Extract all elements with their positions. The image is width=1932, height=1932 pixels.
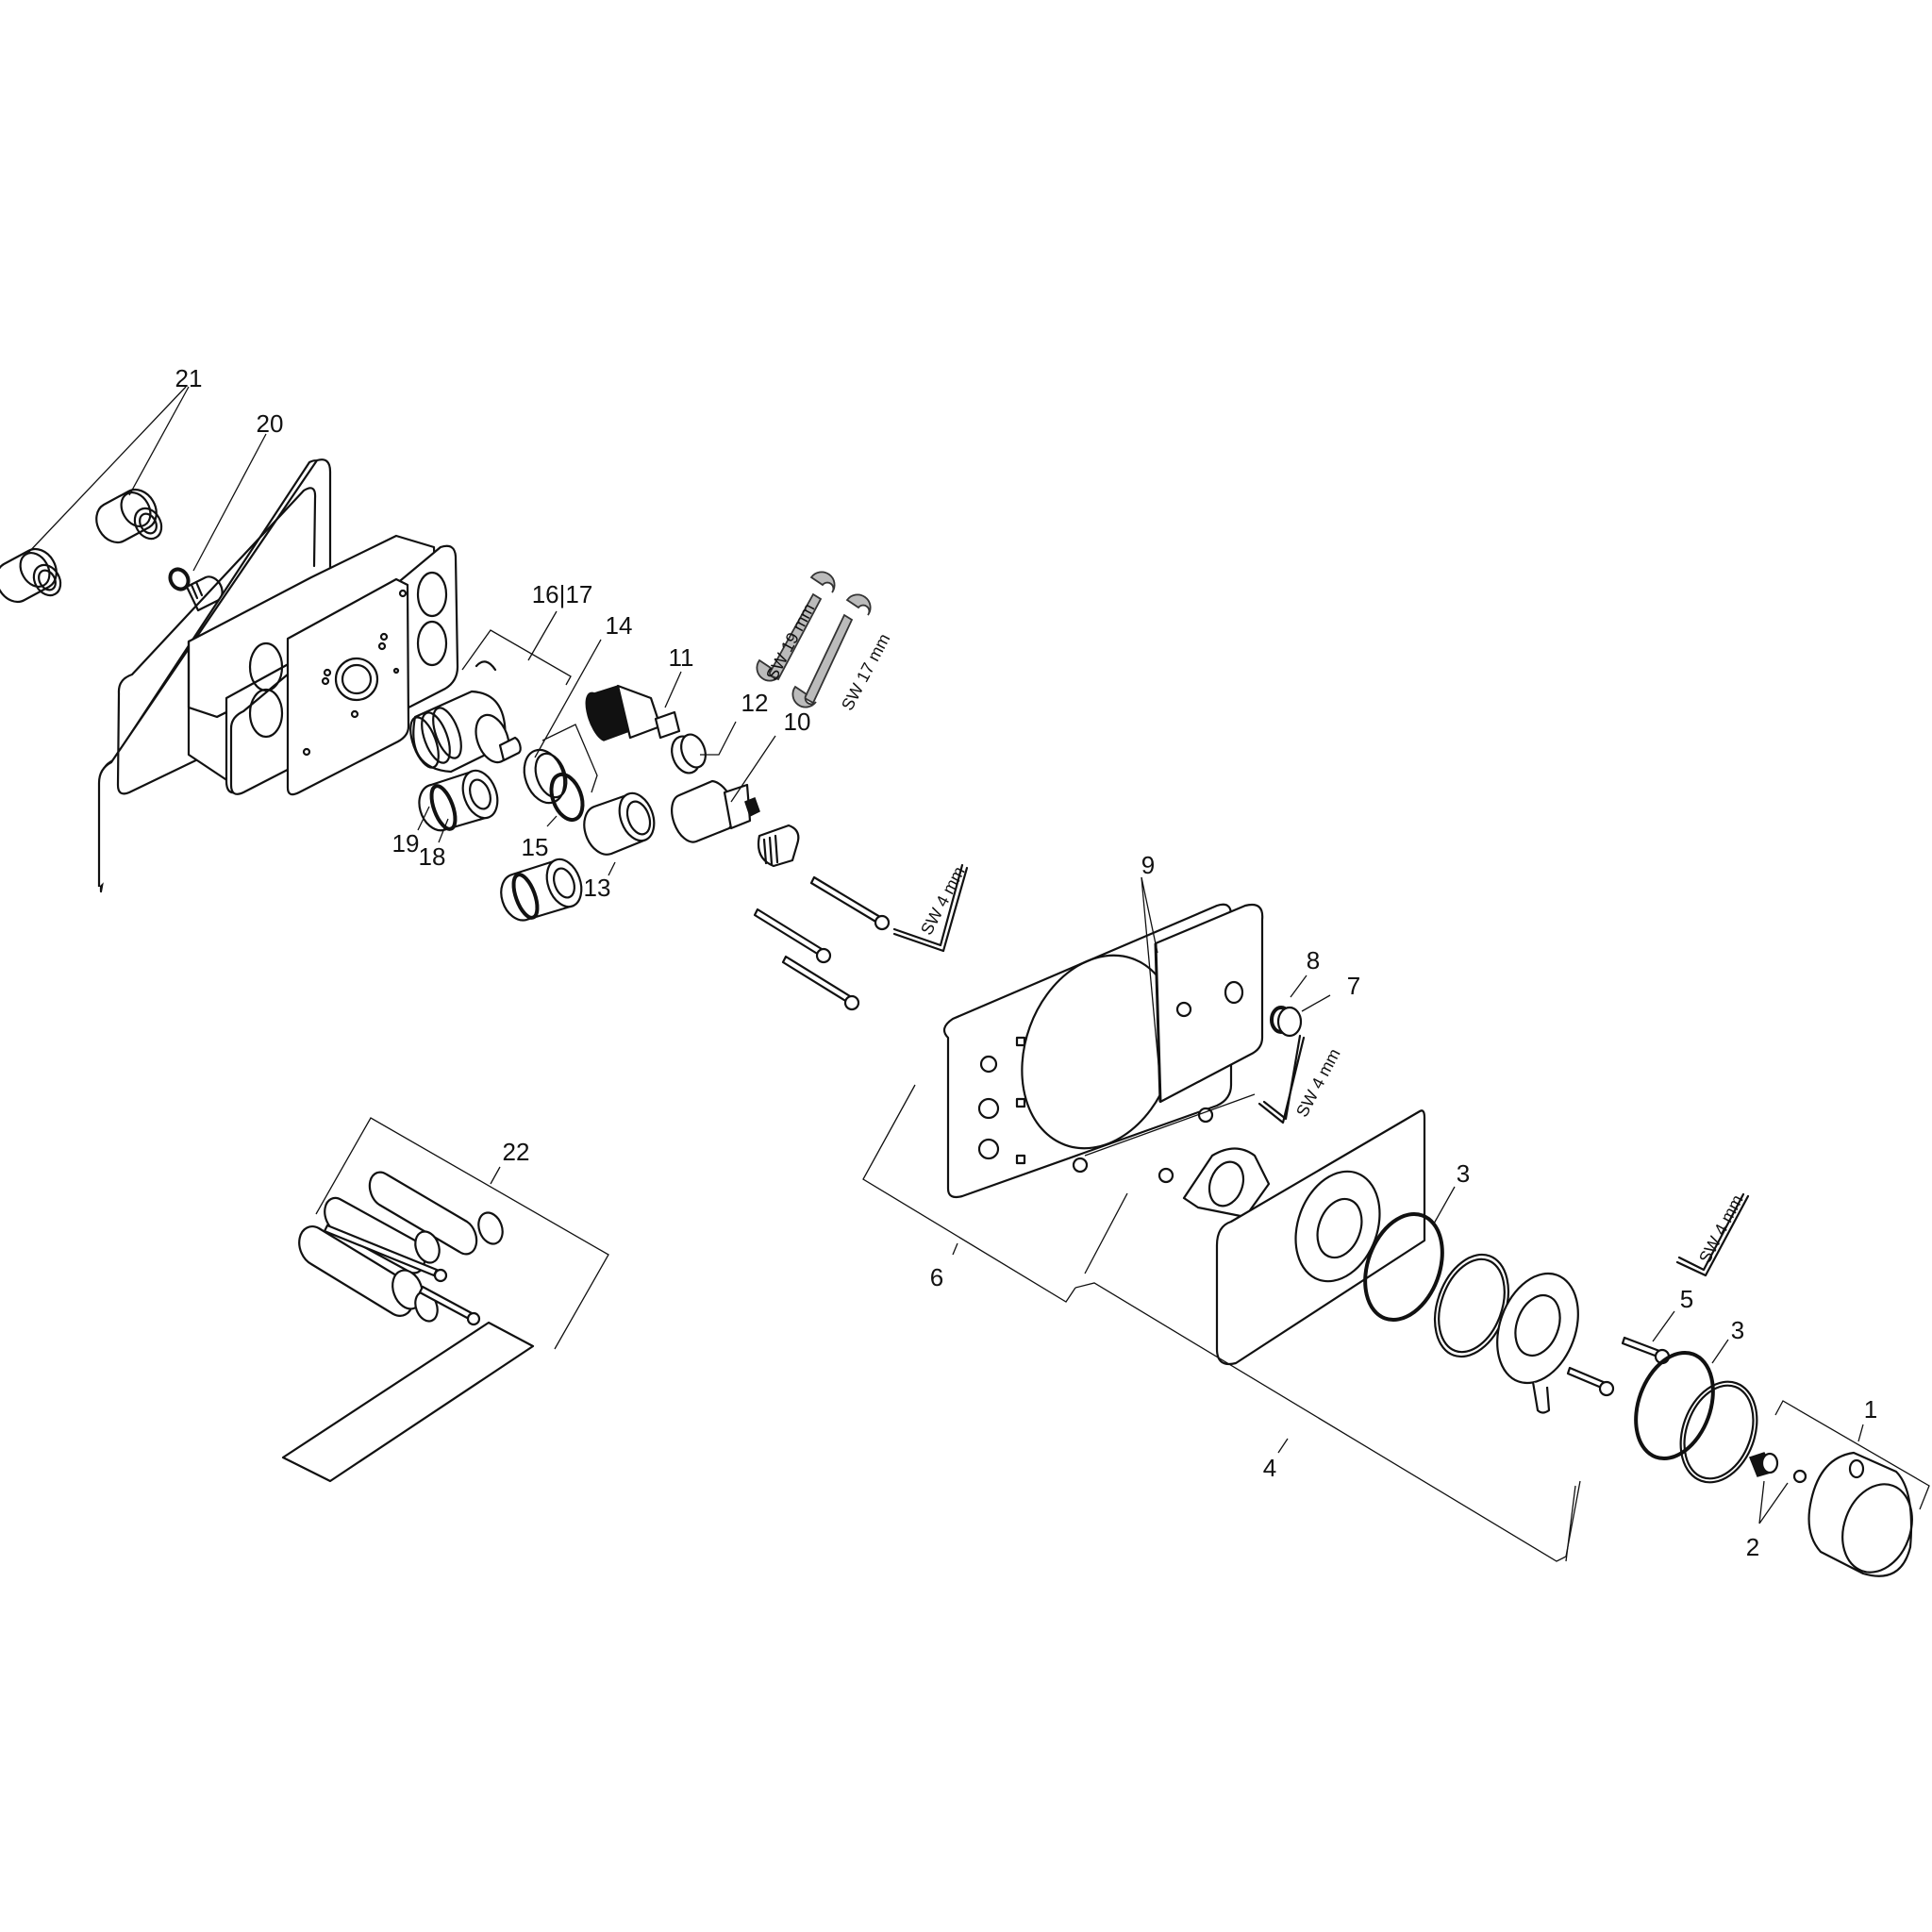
leader-18 — [438, 818, 449, 843]
leader-screw-a — [1084, 1093, 1256, 1157]
leader-11 — [664, 671, 682, 708]
leader-8 — [1290, 974, 1307, 998]
part-label-10: 10 — [783, 708, 811, 736]
leader-1 — [1857, 1424, 1864, 1442]
part-label-19: 19 — [391, 829, 420, 858]
part-label-22: 22 — [502, 1138, 530, 1166]
wrench-17mm-icon — [791, 593, 872, 708]
part-label-13: 13 — [583, 874, 611, 902]
bracket-4-right — [1565, 1485, 1576, 1562]
leader-16-17 — [527, 610, 558, 661]
part-21-check-valve-insert-a — [0, 548, 62, 603]
leader-19 — [417, 806, 430, 831]
part-label-5: 5 — [1679, 1285, 1694, 1313]
part-22-extension-set — [298, 1171, 504, 1326]
instruction-sheet — [281, 1321, 535, 1483]
bracket-4 — [1074, 1282, 1581, 1562]
part-label-16-17: 16|17 — [531, 580, 593, 608]
leader-21b — [128, 386, 190, 496]
part-2-adapter — [1749, 1452, 1807, 1484]
leader-6 — [952, 1242, 958, 1256]
part-label-11: 11 — [668, 643, 694, 672]
part-label-7: 7 — [1346, 972, 1361, 1000]
part-label-4: 4 — [1262, 1454, 1277, 1482]
leader-3a — [1433, 1186, 1456, 1224]
leader-9a — [1141, 876, 1158, 954]
part-13-sleeve — [583, 791, 656, 856]
hex-key-4mm-icon-b — [1257, 1034, 1306, 1124]
bracket-6 — [862, 1084, 1076, 1303]
part-5-screws — [1566, 1336, 1671, 1397]
wrench-19mm-icon — [756, 571, 836, 682]
part-label-14: 14 — [605, 611, 633, 640]
small-screws — [1072, 1107, 1214, 1184]
installation-box — [187, 534, 459, 796]
part-check-valve-lower — [500, 858, 583, 922]
adapter-disc — [1496, 1272, 1579, 1414]
leader-7 — [1301, 994, 1331, 1012]
part-label-18: 18 — [418, 842, 446, 871]
part-label-8: 8 — [1306, 946, 1321, 974]
leader-9b — [1141, 876, 1161, 1086]
part-3-o-ring-b — [1634, 1350, 1715, 1461]
part-15-o-ring — [549, 772, 585, 823]
part-label-3a: 3 — [1456, 1159, 1471, 1188]
part-18-19-check-valve — [418, 769, 499, 832]
part-3-o-ring-a — [1363, 1211, 1444, 1323]
bracket-14-15 — [541, 724, 598, 793]
trim-ring-b — [1679, 1380, 1758, 1484]
part-label-2: 2 — [1745, 1533, 1760, 1561]
hex-key-4mm-icon-a — [892, 863, 969, 953]
part-label-21: 21 — [175, 364, 203, 392]
part-6-mounting-plate — [942, 903, 1264, 1199]
part-label-20: 20 — [256, 409, 284, 438]
part-label-3b: 3 — [1730, 1316, 1745, 1344]
leader-13 — [608, 861, 616, 876]
leader-20 — [192, 433, 267, 572]
bracket-4-left — [1084, 1192, 1128, 1274]
mounting-flange — [1182, 1147, 1271, 1219]
part-4-cover-plate — [1215, 1109, 1426, 1366]
bracket-1 — [1774, 1400, 1930, 1510]
leader-2 — [1758, 1480, 1789, 1524]
leader-15 — [546, 815, 558, 827]
leader-10 — [730, 735, 776, 803]
part-11-shutoff-cartridge — [585, 684, 681, 741]
part-label-12: 12 — [741, 689, 769, 717]
leader-5 — [1652, 1310, 1675, 1342]
leader-4 — [1277, 1438, 1289, 1454]
part-label-6: 6 — [929, 1263, 944, 1291]
part-7-cap — [1276, 1006, 1303, 1038]
leader-12 — [700, 721, 737, 756]
leader-14 — [534, 639, 602, 758]
part-label-1: 1 — [1863, 1395, 1878, 1424]
part-label-9: 9 — [1141, 851, 1156, 879]
part-label-15: 15 — [521, 833, 549, 861]
part-10-cartridge — [671, 779, 800, 868]
part-21-check-valve-insert-b — [95, 489, 163, 543]
bracket-22 — [315, 1117, 609, 1350]
part-16-17-thermostatic-cartridge — [409, 660, 522, 774]
part-12-cap — [671, 733, 707, 774]
leader-3b — [1711, 1339, 1729, 1364]
leader-21a — [25, 386, 187, 556]
bracket-16-17 — [461, 629, 572, 686]
hex-key-4mm-icon-c — [1675, 1192, 1750, 1277]
long-screws — [753, 875, 891, 1011]
part-1-knob — [1807, 1451, 1913, 1577]
leader-22 — [490, 1166, 501, 1185]
